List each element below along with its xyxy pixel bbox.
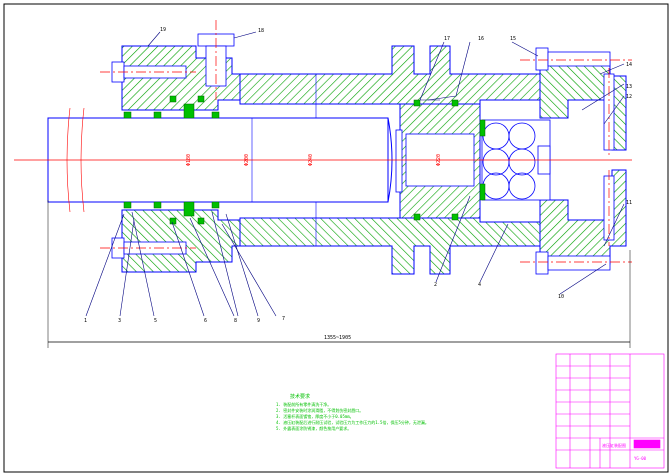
balloon-9: 9 <box>257 318 260 324</box>
balloon-18: 18 <box>258 28 264 34</box>
dim-d1: Φ180 <box>186 154 192 166</box>
note-line-5: 5. 外露表面涂防锈漆，颜色按用户要求。 <box>276 425 351 431</box>
barrel-upper <box>239 45 541 105</box>
leader-lines <box>85 31 625 317</box>
balloon-6: 6 <box>204 318 207 324</box>
balloon-11: 11 <box>626 200 632 206</box>
balloon-10: 10 <box>558 294 564 300</box>
left-head-lower <box>121 209 241 273</box>
centerlines <box>14 20 632 263</box>
balloon-3: 3 <box>118 318 121 324</box>
balloon-4: 4 <box>478 282 481 288</box>
balloon-2: 2 <box>434 282 437 288</box>
dim-overall-length: 1355~1905 <box>324 335 351 341</box>
balloon-16: 16 <box>478 36 484 42</box>
note-line-2: 2. 密封件安装时涂润滑脂，不得划伤密封唇口。 <box>276 407 363 413</box>
drawing-no: YG-00 <box>634 456 647 461</box>
title-block-text: 液压缸装配图 YG-00 <box>602 442 647 461</box>
dim-d2: Φ200 <box>244 154 250 166</box>
balloon-1: 1 <box>84 318 87 324</box>
title-block <box>555 353 665 469</box>
balloon-19: 19 <box>160 27 166 33</box>
dim-d3: Φ240 <box>308 154 314 166</box>
overall-dimension: 1355~1905 <box>47 200 631 348</box>
balloon-8: 8 <box>234 318 237 324</box>
drawing-frame <box>3 3 669 473</box>
drawing-name: 液压缸装配图 <box>602 442 626 448</box>
balloon-12: 12 <box>626 94 632 100</box>
barrel-lower <box>239 217 541 275</box>
note-line-3: 3. 活塞杆表面镀铬，厚度不小于0.05mm。 <box>276 413 354 419</box>
note-line-1: 1. 装配前所有零件清洗干净。 <box>276 401 331 407</box>
seal-rings <box>123 95 486 225</box>
balloon-14: 14 <box>626 62 632 68</box>
section-dimensions: Φ180 Φ200 Φ240 Φ220 <box>186 154 442 166</box>
technical-notes: 技术要求 1. 装配前所有零件清洗干净。 2. 密封件安装时涂润滑脂，不得划伤密… <box>276 393 429 431</box>
balloon-15: 15 <box>510 36 516 42</box>
notes-heading: 技术要求 <box>290 393 310 400</box>
balloon-13: 13 <box>626 84 632 90</box>
balloon-17: 17 <box>444 36 450 42</box>
balloon-7: 7 <box>282 316 285 322</box>
part-balloons: 1 3 5 6 8 9 7 2 4 10 11 12 13 14 15 16 1… <box>84 27 632 324</box>
balloon-5: 5 <box>154 318 157 324</box>
dim-d4: Φ220 <box>436 154 442 166</box>
note-line-4: 4. 液压缸装配后进行耐压试验，试验压力为工作压力的1.5倍，保压5分钟，无泄漏… <box>276 419 429 425</box>
